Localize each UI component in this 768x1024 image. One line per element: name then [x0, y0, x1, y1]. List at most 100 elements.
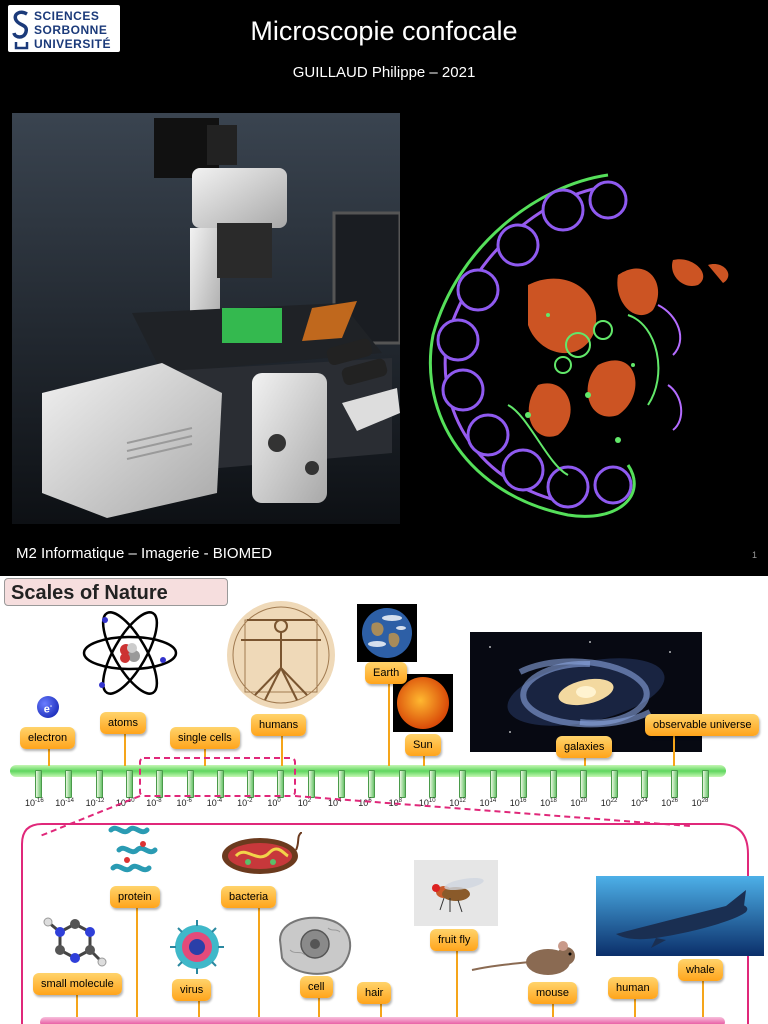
confocal-image [418, 165, 758, 525]
axis-label-exponent: 20 [580, 798, 588, 804]
logo-text-2: SORBONNE [34, 23, 108, 37]
tag-hair: hair [357, 982, 392, 1004]
tag-galaxies: galaxies [556, 736, 613, 758]
axis-label: 10-4 [206, 798, 223, 808]
axis-label-exponent: -8 [156, 798, 162, 804]
axis-tick [428, 770, 436, 798]
vitruvian-man-image [227, 601, 335, 709]
axis-label: 1024 [631, 798, 648, 808]
axis-tick [277, 770, 285, 798]
fruit-fly-image [414, 860, 498, 926]
axis-tick [247, 770, 255, 798]
axis-tick [459, 770, 467, 798]
axis-label: 1026 [661, 798, 678, 808]
axis-tick [338, 770, 345, 798]
axis-label: 1020 [570, 798, 588, 808]
tag-virus: virus [172, 979, 212, 1001]
mouse-image [471, 941, 575, 975]
tag-fruit-fly: fruit fly [430, 929, 479, 951]
tag-electron: electron [20, 727, 76, 749]
axis-tick [398, 770, 406, 798]
axis-tick [489, 770, 497, 798]
axis-label: 1016 [509, 798, 527, 808]
axis-label: 1022 [600, 798, 618, 808]
axis-label-exponent: -14 [65, 798, 74, 804]
axis-tick [216, 770, 224, 798]
axis-label-exponent: 12 [459, 798, 466, 804]
axis-tick [550, 770, 558, 798]
axis-label-exponent: 22 [610, 798, 618, 804]
electron-charge: - [49, 703, 53, 710]
scales-title: Scales of Nature [4, 578, 228, 606]
tag-earth: Earth [365, 662, 408, 684]
axis-label-exponent: 10 [428, 798, 436, 804]
virus-image [168, 918, 226, 976]
university-logo: SCIENCES SORBONNE UNIVERSITÉ [8, 5, 120, 52]
axis-label: 10-12 [85, 798, 105, 808]
axis-label-exponent: 8 [398, 798, 402, 804]
axis-tick [519, 770, 527, 798]
axis-tick [641, 770, 648, 798]
axis-tick [580, 770, 588, 798]
tag-small-molecule: small molecule [33, 973, 122, 995]
slide-author: GUILLAUD Philippe – 2021 [292, 64, 476, 81]
axis-label-exponent: -2 [247, 798, 253, 804]
zoom-connector [21, 757, 749, 1024]
tag-single-cells: single cells [170, 727, 240, 749]
tag-whale: whale [678, 959, 723, 981]
electron-icon: e- [37, 696, 59, 718]
axis-tick [65, 770, 73, 798]
axis-tick [125, 770, 133, 798]
axis-label-exponent: 18 [550, 798, 557, 804]
cell-image [278, 916, 351, 975]
axis-label: 1010 [418, 798, 436, 808]
title-slide: SCIENCES SORBONNE UNIVERSITÉ Microscopie… [8, 5, 758, 562]
slide-footer: M2 Informatique – Imagerie - BIOMED [16, 545, 272, 562]
axis-label: 1014 [479, 798, 497, 808]
electron-symbol: e [43, 703, 50, 716]
axis-label-exponent: 14 [489, 798, 497, 804]
axis-label: 1018 [540, 798, 557, 808]
tag-mouse: mouse [528, 982, 578, 1004]
tag-observable-universe: observable universe [645, 714, 760, 736]
axis-label-exponent: 2 [307, 798, 312, 804]
tag-cell: cell [300, 976, 333, 998]
tag-bacteria: bacteria [221, 886, 277, 908]
axis-tick [35, 770, 42, 798]
axis-label-exponent: 4 [338, 798, 342, 804]
axis-label: 108 [388, 798, 402, 808]
axis-label-exponent: 0 [277, 798, 281, 804]
tag-sun: Sun [405, 734, 441, 756]
axis-tick [610, 770, 618, 798]
axis-label-exponent: 26 [671, 798, 678, 804]
axis-tick [95, 770, 103, 798]
microscope-photo [12, 113, 400, 524]
axis-label: 100 [267, 798, 281, 808]
small-molecule-image [43, 917, 107, 967]
logo-text-3: UNIVERSITÉ [34, 37, 112, 51]
bottom-scale-axis [40, 1017, 725, 1024]
axis-label: 1012 [449, 798, 466, 808]
atom-icon [82, 611, 178, 695]
slide-title: Microscopie confocale [250, 16, 518, 46]
axis-label: 10-14 [55, 798, 74, 808]
axis-label-exponent: -10 [125, 798, 135, 804]
axis-label: 10-2 [237, 798, 253, 808]
axis-tick [307, 770, 315, 798]
tag-human: human [608, 977, 658, 999]
whale-image [596, 876, 764, 956]
bacteria-image [222, 832, 302, 874]
axis-label: 104 [328, 798, 342, 808]
tag-atoms: atoms [100, 712, 146, 734]
axis-tick [368, 770, 376, 798]
axis-label: 1028 [691, 798, 709, 808]
scales-of-nature-slide: Scales of Nature e- [0, 576, 768, 1024]
axis-label-exponent: -12 [95, 798, 105, 804]
axis-label-exponent: 28 [701, 798, 709, 804]
page-number: 1 [752, 550, 758, 560]
axis-label-exponent: -4 [216, 798, 223, 804]
logo-text-1: SCIENCES [34, 9, 100, 23]
axis-label-exponent: -6 [186, 798, 192, 804]
tag-protein: protein [110, 886, 160, 908]
axis-label: 102 [297, 798, 312, 808]
